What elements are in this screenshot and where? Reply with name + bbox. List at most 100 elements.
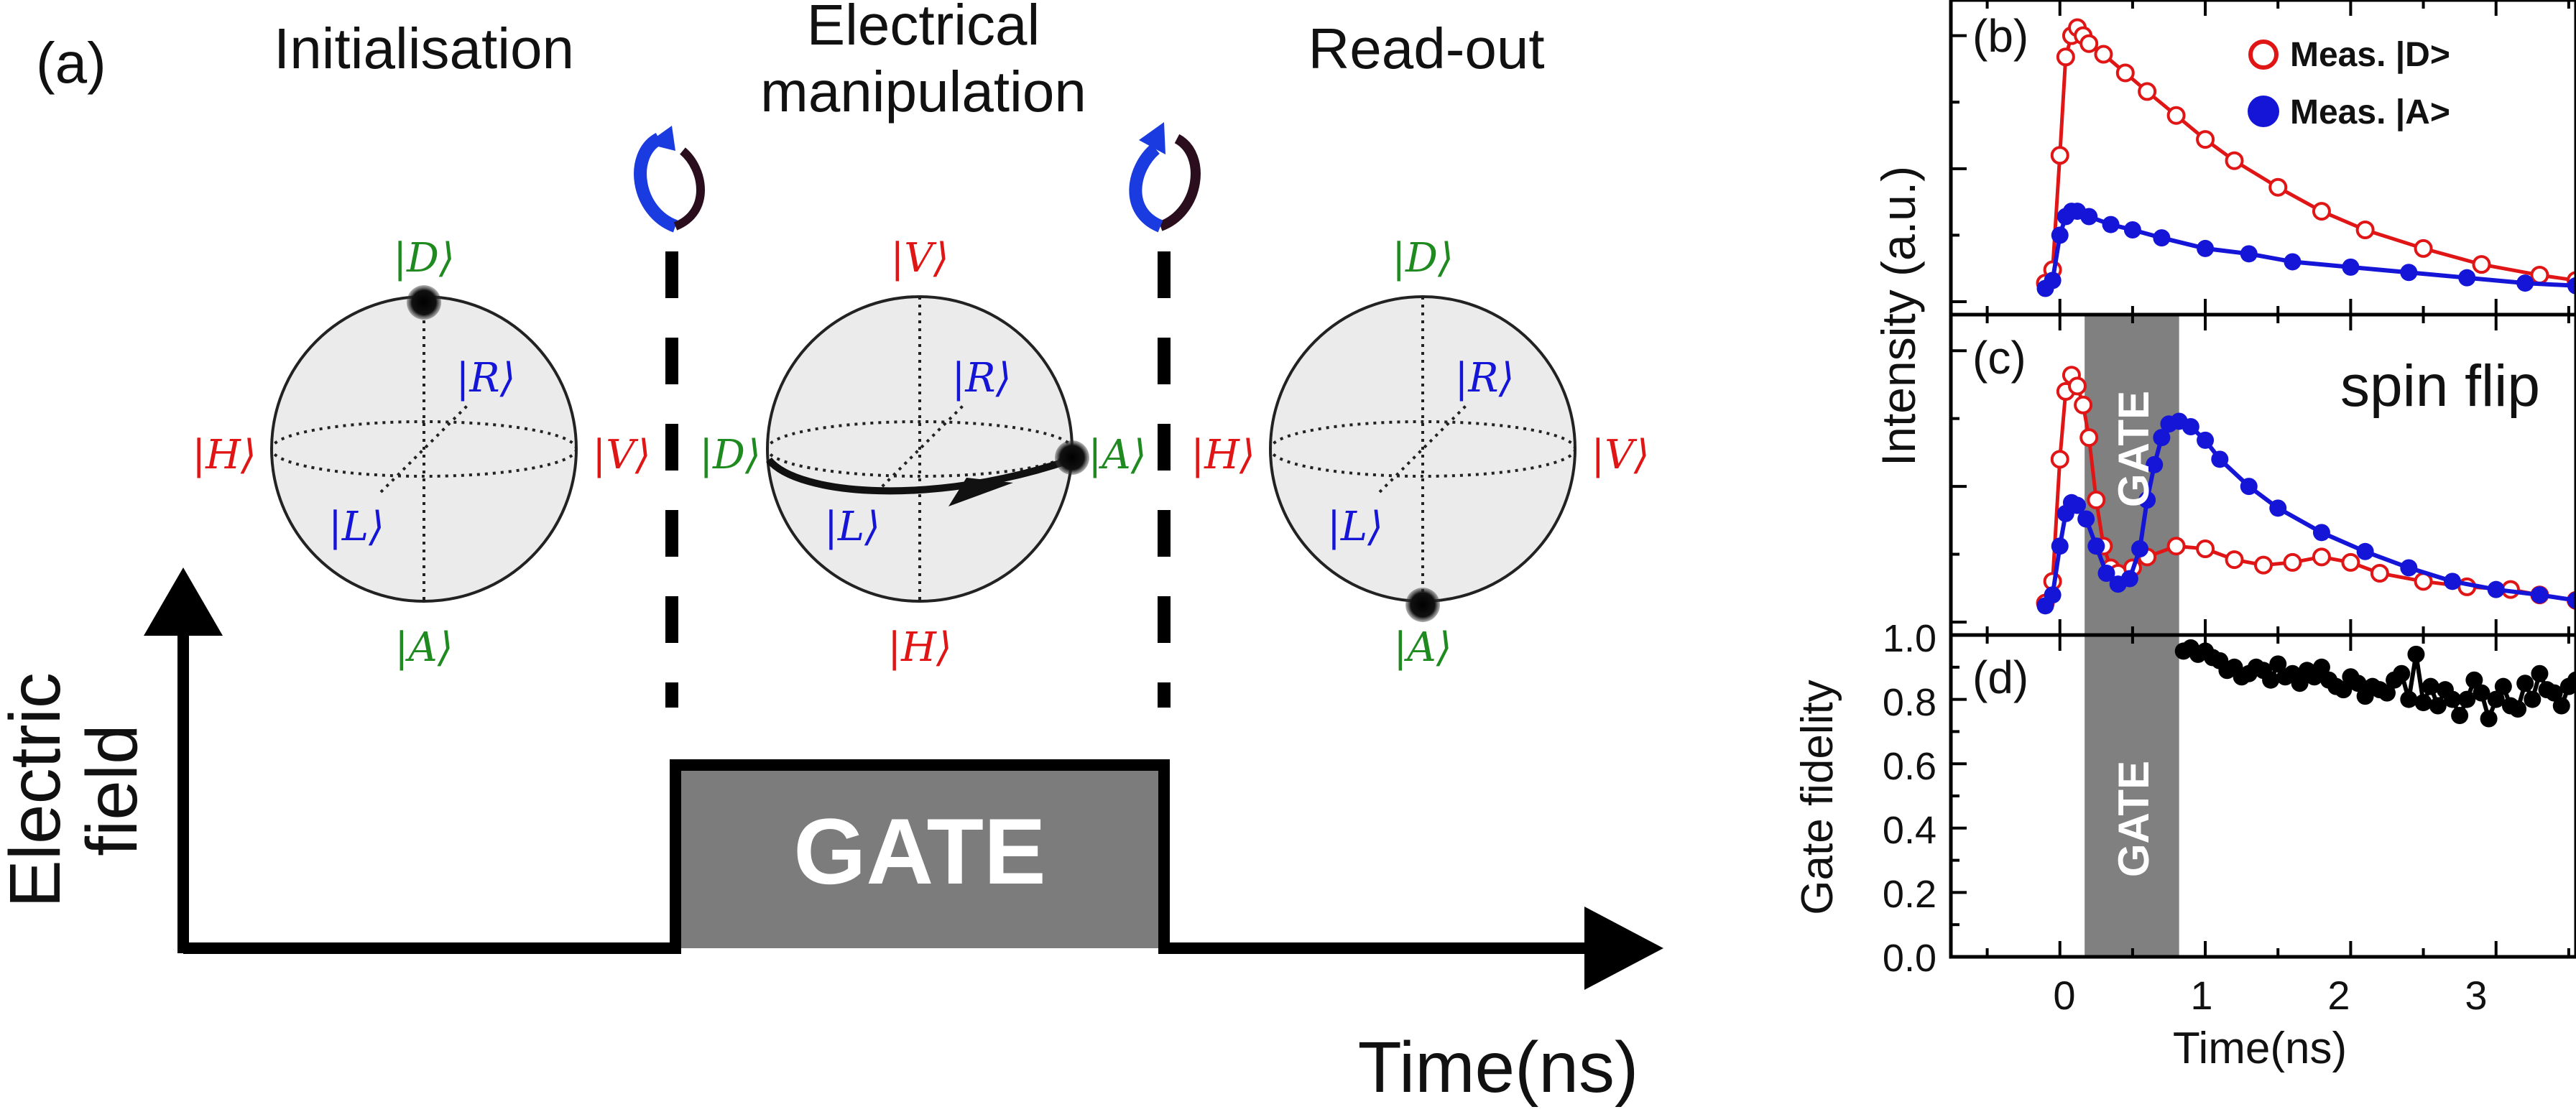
xtick-label: 3: [2465, 973, 2487, 1018]
ytick-label: 0.8: [1883, 681, 1936, 724]
data-point: [2516, 675, 2534, 692]
stage-readout: Read-out: [1308, 17, 1544, 80]
data-point: [2240, 478, 2258, 496]
time-axis-arrow-right: [1584, 907, 1663, 990]
data-point: [2056, 47, 2075, 67]
data-point: [2458, 269, 2476, 287]
data-point: [2400, 559, 2418, 577]
data-point: [2349, 675, 2367, 692]
ket-D: |D⟩: [699, 432, 761, 478]
data-point: [2444, 573, 2462, 590]
data-point: [2138, 82, 2157, 101]
state-dot: [407, 285, 441, 320]
data-point: [2429, 697, 2447, 715]
data-point: [2545, 684, 2563, 702]
panel-d-label: (d): [1972, 652, 2028, 703]
time-axis-label: Time(ns): [1358, 1027, 1639, 1108]
stage-initialisation: Initialisation: [274, 17, 574, 80]
gate-label-d: GATE: [2110, 761, 2158, 877]
gate-label: GATE: [793, 799, 1045, 904]
rotation-path: [766, 456, 1072, 495]
data-point: [2400, 690, 2418, 708]
field-pulse-line: [183, 759, 1592, 954]
xlabel-time: Time(ns): [2173, 1024, 2347, 1073]
ytick-label: 0.0: [1883, 937, 1936, 980]
data-point: [2444, 690, 2462, 708]
rotation-cw-icon: [1129, 122, 1201, 233]
data-point: [2509, 700, 2527, 718]
legend: Meas. |D> Meas. |A>: [2248, 36, 2450, 131]
data-point: [2080, 208, 2098, 226]
data-point: [2407, 645, 2425, 663]
ket-V: |V⟩: [592, 432, 650, 478]
data-point: [2069, 496, 2087, 514]
gate-label-c: GATE: [2110, 391, 2158, 507]
data-point: [2567, 671, 2576, 689]
data-point: [2050, 146, 2069, 165]
poincare-sphere-readout: |D⟩ |A⟩ |H⟩ |V⟩ |R⟩ |L⟩: [1191, 235, 1649, 671]
field-axis-label-line1: Electric: [0, 672, 75, 908]
data-point: [2422, 677, 2439, 695]
data-point: [2079, 34, 2099, 53]
data-point: [2378, 684, 2396, 702]
ket-L: |L⟩: [1327, 504, 1383, 550]
data-point: [2050, 450, 2069, 469]
ket-L: |L⟩: [824, 504, 880, 550]
data-point: [2312, 658, 2330, 676]
data-point: [2225, 151, 2244, 170]
rotation-ccw-icon: [634, 126, 705, 233]
ket-D: |D⟩: [393, 235, 455, 282]
data-point: [2051, 537, 2069, 555]
gate-band-d: [2085, 635, 2179, 957]
data-point: [2097, 565, 2115, 582]
series-layer: [2036, 18, 2576, 728]
data-point: [2335, 681, 2353, 699]
ylabel-intensity: Intensity (a.u.): [1872, 166, 1925, 466]
state-dot: [1405, 588, 1440, 622]
data-point: [2044, 272, 2062, 289]
data-point: [2094, 45, 2113, 64]
xtick-label: 1: [2190, 973, 2212, 1018]
ket-A: |A⟩: [1393, 624, 1451, 671]
data-point: [2254, 555, 2273, 575]
data-point: [2120, 570, 2138, 588]
data-point: [2074, 395, 2093, 414]
ylabel-fidelity: Gate fidelity: [1793, 680, 1842, 914]
data-point: [2341, 552, 2360, 572]
data-point: [2240, 245, 2258, 263]
ket-H: |H⟩: [192, 432, 257, 478]
data-point: [2211, 450, 2229, 468]
poincare-sphere-initial: |D⟩ |A⟩ |H⟩ |V⟩ |R⟩ |L⟩: [192, 235, 650, 671]
field-axis-label-line2: field: [72, 724, 152, 856]
rotation-path-arrow: [948, 478, 1013, 506]
data-point: [2146, 455, 2164, 473]
state-dot: [1055, 440, 1089, 475]
data-point: [2487, 690, 2505, 708]
data-point: [2531, 586, 2549, 604]
data-point: [2123, 221, 2141, 238]
data-point: [2567, 591, 2576, 609]
data-point: [2166, 537, 2186, 556]
data-point: [2355, 221, 2375, 239]
series-line: [2044, 209, 2576, 290]
data-point: [2182, 418, 2199, 435]
ket-A: |A⟩: [394, 624, 453, 671]
data-point: [2552, 697, 2570, 715]
ket-R: |R⟩: [1455, 355, 1515, 402]
panel-a: (a) Initialisation Electrical manipulati…: [0, 0, 1663, 1108]
stage-manipulation-line2: manipulation: [760, 60, 1086, 124]
data-point: [2196, 130, 2215, 149]
data-point: [2197, 431, 2215, 449]
spin-flip-annotation: spin flip: [2340, 353, 2540, 419]
ket-V: |V⟩: [890, 235, 948, 282]
data-point: [2079, 428, 2099, 448]
data-point: [2268, 177, 2288, 197]
data-point: [2068, 376, 2087, 396]
legend-label-D: Meas. |D>: [2290, 36, 2450, 74]
ytick-label: 0.4: [1883, 809, 1936, 852]
data-point: [2087, 491, 2106, 509]
data-point: [2196, 539, 2215, 558]
ket-R: |R⟩: [952, 355, 1012, 402]
data-point: [2393, 664, 2411, 682]
data-point: [2051, 226, 2069, 244]
